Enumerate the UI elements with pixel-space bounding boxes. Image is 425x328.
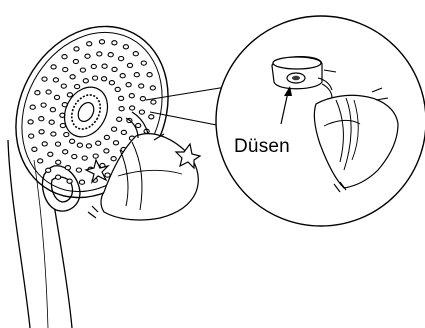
nozzle-dot xyxy=(75,85,80,89)
nozzle-dot xyxy=(35,91,40,95)
nozzle-dot xyxy=(105,173,110,177)
nozzle-dot xyxy=(39,130,44,134)
nozzle-dot xyxy=(109,81,114,85)
nozzle-dot xyxy=(141,61,146,65)
nozzle-dot xyxy=(104,149,109,153)
nozzle-dot xyxy=(70,139,75,143)
nozzle-dot xyxy=(133,52,138,56)
nozzle-dot xyxy=(115,87,120,91)
nozzle-dot xyxy=(119,96,124,100)
nozzle-dot xyxy=(85,54,90,58)
nozzle-dot xyxy=(87,42,92,46)
nozzle-callout-label: Düsen xyxy=(234,136,290,158)
sponge xyxy=(101,134,198,220)
nozzle-dot xyxy=(112,127,117,131)
nozzle-dot xyxy=(51,132,56,136)
nozzle-dot xyxy=(99,40,104,44)
nozzle-dot xyxy=(67,93,72,97)
nozzle-dot xyxy=(72,155,77,159)
nozzle-dot xyxy=(60,124,65,128)
nozzle-dot xyxy=(139,110,144,114)
nozzle-dot xyxy=(82,156,87,160)
nozzle-dot xyxy=(70,75,75,79)
nozzle-dot xyxy=(113,141,118,145)
nozzle-dot xyxy=(77,143,82,147)
nozzle-dot xyxy=(139,84,144,88)
nozzle-dot xyxy=(32,147,37,151)
nozzle-dot xyxy=(93,76,98,80)
nozzle-dot xyxy=(126,83,131,87)
nozzle-dot xyxy=(151,100,156,104)
nozzle-dot xyxy=(76,168,81,172)
nozzle-dot xyxy=(39,117,44,121)
nozzle-dot xyxy=(54,95,59,99)
nozzle-dot xyxy=(140,97,145,101)
nozzle-dot xyxy=(30,105,35,109)
nozzle-dot xyxy=(29,134,34,138)
nozzle-dot xyxy=(112,41,117,45)
nozzle-dot xyxy=(62,55,67,59)
nozzle-dot xyxy=(63,150,68,154)
nozzle-dot xyxy=(147,73,152,77)
nozzle-dot xyxy=(102,64,107,68)
nozzle-dot xyxy=(42,142,47,146)
nozzle-dot xyxy=(129,94,134,98)
nozzle-dot xyxy=(42,77,47,81)
nozzle-dot xyxy=(38,159,43,163)
nozzle-dot xyxy=(50,108,55,112)
nozzle-dot xyxy=(91,64,96,68)
nozzle-dot xyxy=(51,65,56,69)
nozzle-dot xyxy=(67,179,72,183)
nozzle-dot xyxy=(136,123,141,127)
nozzle-dot xyxy=(104,135,109,139)
nozzle-dot xyxy=(93,154,98,158)
nozzle-dot xyxy=(97,52,102,56)
nozzle-dot xyxy=(119,107,124,111)
nozzle-dot xyxy=(121,130,126,134)
nozzle-dot xyxy=(28,120,33,124)
nozzle-dot xyxy=(119,57,124,61)
nozzle-dot xyxy=(55,142,60,146)
nozzle-dot xyxy=(63,68,68,72)
nozzle-dot xyxy=(149,115,154,119)
nozzle-dot xyxy=(111,157,116,161)
nozzle-dot xyxy=(123,45,128,49)
nozzle-dot xyxy=(117,117,122,121)
nozzle-dot xyxy=(74,47,79,51)
nozzle-dot xyxy=(48,152,53,156)
nozzle-dot xyxy=(80,68,85,72)
nozzle-dot xyxy=(79,180,84,184)
nozzle-dot xyxy=(46,90,51,94)
nozzle-dot xyxy=(49,120,54,124)
nozzle-dot xyxy=(53,78,58,82)
nozzle-dot xyxy=(86,144,91,148)
nozzle-dot xyxy=(120,74,125,78)
nozzle-dot xyxy=(127,63,132,67)
nozzle-dot xyxy=(41,103,46,107)
nozzle-dot xyxy=(108,53,113,57)
nozzle-dot xyxy=(134,73,139,77)
nozzle-dot xyxy=(64,133,69,137)
nozzle-dot xyxy=(102,77,107,81)
nozzle-dot xyxy=(46,168,51,172)
nozzle-dot xyxy=(73,59,78,63)
nozzle-dot xyxy=(83,79,88,83)
nozzle-dot xyxy=(56,175,61,179)
nozzle-dot xyxy=(96,141,101,145)
nozzle-dot xyxy=(65,166,70,170)
nozzle-dot xyxy=(56,160,61,164)
nozzle-dot xyxy=(130,106,135,110)
magnified-nozzle xyxy=(272,57,322,89)
nozzle-dot xyxy=(61,84,66,88)
nozzle-dot xyxy=(112,67,117,71)
nozzle-dot xyxy=(150,86,155,90)
